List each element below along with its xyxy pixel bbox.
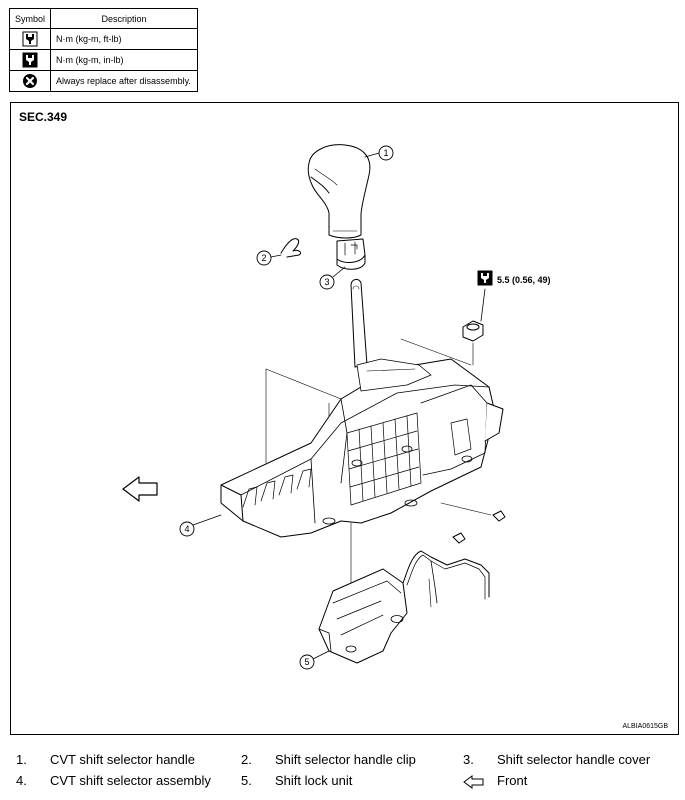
handle-cover-drawing [336,238,366,270]
legend-header-symbol: Symbol [8,8,52,29]
exploded-view-figure: SEC.349 [10,102,679,735]
shift-lock-unit-drawing [318,550,490,664]
figure-id: ALBIA0615GB [622,723,668,730]
legend-row: N·m (kg-m, in-lb) [8,49,199,71]
handle-clip-drawing [280,238,302,258]
svg-text:2: 2 [261,253,266,263]
callout-3: 3 [319,274,335,290]
part-name: Shift selector handle cover [497,752,651,767]
svg-text:5: 5 [304,657,309,667]
nut-drawing [462,320,484,342]
torque-spec-label: 5.5 (0.56, 49) [497,275,551,285]
part-number: 1. [16,752,27,767]
svg-text:4: 4 [184,524,189,534]
callout-1: 1 [378,145,394,161]
callout-5: 5 [299,654,315,670]
legend-description: N·m (kg-m, in-lb) [50,49,199,71]
legend-description: N·m (kg-m, ft-lb) [50,28,199,50]
callout-2: 2 [256,250,272,266]
svg-text:1: 1 [383,148,388,158]
part-number: 4. [16,773,27,788]
shift-selector-exploded-drawing: 1 2 3 4 5 5.5 (0.56, 49) [122,144,551,670]
part-number: 2. [241,752,252,767]
part-name: Shift selector handle clip [275,752,416,767]
callout-leaders [192,152,486,660]
part-number: 3. [463,752,474,767]
part-number: 5. [241,773,252,788]
torque-wrench-in-lb-icon [477,270,493,286]
torque-wrench-ft-lb-icon [22,31,38,47]
legend-row: Always replace after disassembly. [8,70,199,92]
bolt-drawing [452,510,506,544]
front-arrow-icon [463,775,484,789]
legend-row: N·m (kg-m, ft-lb) [8,28,199,50]
part-name: Shift lock unit [275,773,353,788]
legend-header-description: Description [50,8,199,29]
part-name: Front [497,773,528,788]
shift-selector-assembly-drawing [220,358,504,538]
always-replace-icon [23,74,37,88]
legend-header-row: Symbol Description [8,8,199,29]
shift-selector-handle-drawing [307,144,371,239]
front-arrow-drawing [122,476,158,502]
part-name: CVT shift selector handle [50,752,195,767]
svg-text:3: 3 [324,277,329,287]
section-label: SEC.349 [19,110,68,124]
symbol-legend-table: Symbol Description N·m (kg-m, ft-lb) N·m… [8,8,199,92]
callout-4: 4 [179,521,195,537]
torque-wrench-in-lb-icon [22,52,38,68]
part-name: CVT shift selector assembly [50,773,211,788]
legend-description: Always replace after disassembly. [50,70,199,92]
shift-lever-drawing [350,278,368,368]
